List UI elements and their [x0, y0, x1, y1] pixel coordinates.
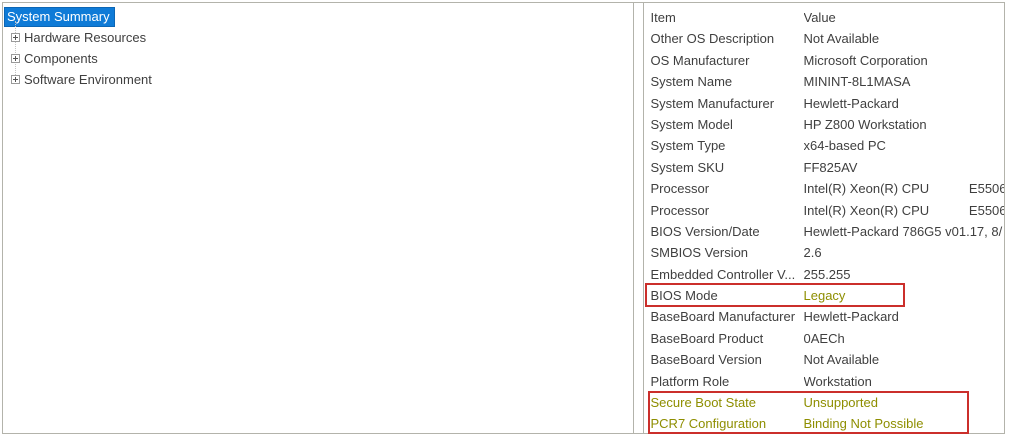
table-row[interactable]: Secure Boot State Unsupported — [644, 392, 1005, 413]
table-row[interactable]: System Name MININT-8L1MASA — [644, 71, 1005, 92]
system-information-window: System Summary Hardware Resources Compon… — [2, 2, 1005, 434]
table-row[interactable]: OS Manufacturer Microsoft Corporation — [644, 50, 1005, 71]
row-item-cell[interactable]: System SKU — [650, 159, 725, 175]
tree-item-label[interactable]: Components — [24, 51, 98, 66]
table-row[interactable]: System SKU FF825AV — [644, 157, 1005, 178]
row-value-cell[interactable]: 2.6 — [803, 245, 822, 261]
tree-item-label[interactable]: Hardware Resources — [24, 30, 147, 45]
row-value-cell[interactable]: Legacy — [803, 288, 846, 304]
row-item-cell[interactable]: Other OS Description — [650, 31, 775, 47]
row-value-cell[interactable]: Not Available — [803, 31, 880, 47]
row-value-cell[interactable]: Unsupported — [803, 395, 878, 411]
tree-item-software-environment[interactable]: Software Environment — [3, 69, 633, 90]
table-row[interactable]: Processor Intel(R) Xeon(R) CPU E5506 — [644, 178, 1005, 199]
row-item-cell[interactable]: BIOS Version/Date — [650, 223, 760, 239]
table-row[interactable]: BaseBoard Product 0AECh — [644, 328, 1005, 349]
row-item-cell[interactable]: OS Manufacturer — [650, 52, 750, 68]
row-value-cell[interactable]: FF825AV — [803, 159, 858, 175]
row-value-cell[interactable]: Intel(R) Xeon(R) CPU E5506 — [803, 202, 1005, 218]
row-item-cell[interactable]: BaseBoard Manufacturer — [650, 309, 796, 325]
row-item-cell[interactable]: System Manufacturer — [650, 95, 775, 111]
table-row[interactable]: BIOS Version/Date Hewlett-Packard 786G5 … — [644, 221, 1005, 242]
row-item-cell[interactable]: BIOS Mode — [650, 288, 718, 304]
row-value-cell[interactable]: Binding Not Possible — [803, 416, 924, 432]
table-row[interactable]: SMBIOS Version 2.6 — [644, 242, 1005, 263]
plus-box-icon[interactable] — [11, 75, 20, 84]
row-item-cell[interactable]: PCR7 Configuration — [650, 416, 767, 432]
plus-box-icon[interactable] — [11, 54, 20, 63]
table-row[interactable]: BIOS Mode Legacy — [644, 285, 1005, 306]
row-item-cell[interactable]: System Name — [650, 74, 733, 90]
row-value-cell[interactable]: Not Available — [803, 352, 880, 368]
row-item-cell[interactable]: System Model — [650, 116, 733, 132]
row-item-cell[interactable]: Platform Role — [650, 373, 730, 389]
list-header-row: Item Value — [644, 7, 1005, 28]
category-tree-pane: System Summary Hardware Resources Compon… — [3, 3, 634, 433]
table-row[interactable]: Embedded Controller V... 255.255 — [644, 264, 1005, 285]
table-row[interactable]: System Type x64-based PC — [644, 135, 1005, 156]
row-value-cell[interactable]: Microsoft Corporation — [803, 52, 928, 68]
column-header-value: Value — [803, 10, 836, 25]
table-row[interactable]: BaseBoard Version Not Available — [644, 349, 1005, 370]
row-value-cell[interactable]: Hewlett-Packard — [803, 309, 899, 325]
table-row[interactable]: BaseBoard Manufacturer Hewlett-Packard — [644, 306, 1005, 327]
table-row[interactable]: PCR7 Configuration Binding Not Possible — [644, 413, 1005, 433]
row-item-cell[interactable]: BaseBoard Product — [650, 330, 764, 346]
table-row[interactable]: Processor Intel(R) Xeon(R) CPU E5506 — [644, 200, 1005, 221]
tree-items-container: Hardware Resources Components Software E… — [3, 27, 633, 90]
column-header-item: Item — [650, 10, 676, 25]
row-value-cell[interactable]: Workstation — [803, 373, 872, 389]
tree-item-system-summary[interactable]: System Summary — [3, 7, 633, 27]
row-item-cell[interactable]: Embedded Controller V... — [650, 266, 796, 282]
tree-item-components[interactable]: Components — [3, 48, 633, 69]
row-item-cell[interactable]: SMBIOS Version — [650, 245, 749, 261]
row-value-cell[interactable]: Hewlett-Packard 786G5 v01.17, 8/ — [803, 223, 1003, 239]
row-item-cell[interactable]: Processor — [650, 181, 710, 197]
row-item-cell[interactable]: Secure Boot State — [650, 395, 757, 411]
row-value-cell[interactable]: Hewlett-Packard — [803, 95, 899, 111]
table-row[interactable]: Platform Role Workstation — [644, 371, 1005, 392]
table-row[interactable]: System Model HP Z800 Workstation — [644, 114, 1005, 135]
table-row[interactable]: System Manufacturer Hewlett-Packard — [644, 93, 1005, 114]
plus-box-icon[interactable] — [11, 33, 20, 42]
row-value-cell[interactable]: 255.255 — [803, 266, 851, 282]
row-value-cell[interactable]: 0AECh — [803, 330, 845, 346]
row-value-cell[interactable]: Intel(R) Xeon(R) CPU E5506 — [803, 181, 1005, 197]
row-value-cell[interactable]: MININT-8L1MASA — [803, 74, 911, 90]
row-item-cell[interactable]: BaseBoard Version — [650, 352, 762, 368]
row-item-cell[interactable]: Processor — [650, 202, 710, 218]
pane-splitter[interactable] — [633, 3, 643, 433]
tree-item-label[interactable]: Software Environment — [24, 72, 152, 87]
table-row[interactable]: Other OS Description Not Available — [644, 28, 1005, 49]
detail-list-pane: Item Value Other OS Description Not Avai… — [642, 3, 1005, 433]
row-value-cell[interactable]: HP Z800 Workstation — [803, 116, 927, 132]
tree-item-hardware-resources[interactable]: Hardware Resources — [3, 27, 633, 48]
row-value-cell[interactable]: x64-based PC — [803, 138, 886, 154]
tree-guide-line — [15, 21, 16, 79]
row-item-cell[interactable]: System Type — [650, 138, 726, 154]
tree-item-system-summary-label[interactable]: System Summary — [4, 7, 115, 27]
list-rows-container: Other OS Description Not Available OS Ma… — [644, 28, 1005, 433]
